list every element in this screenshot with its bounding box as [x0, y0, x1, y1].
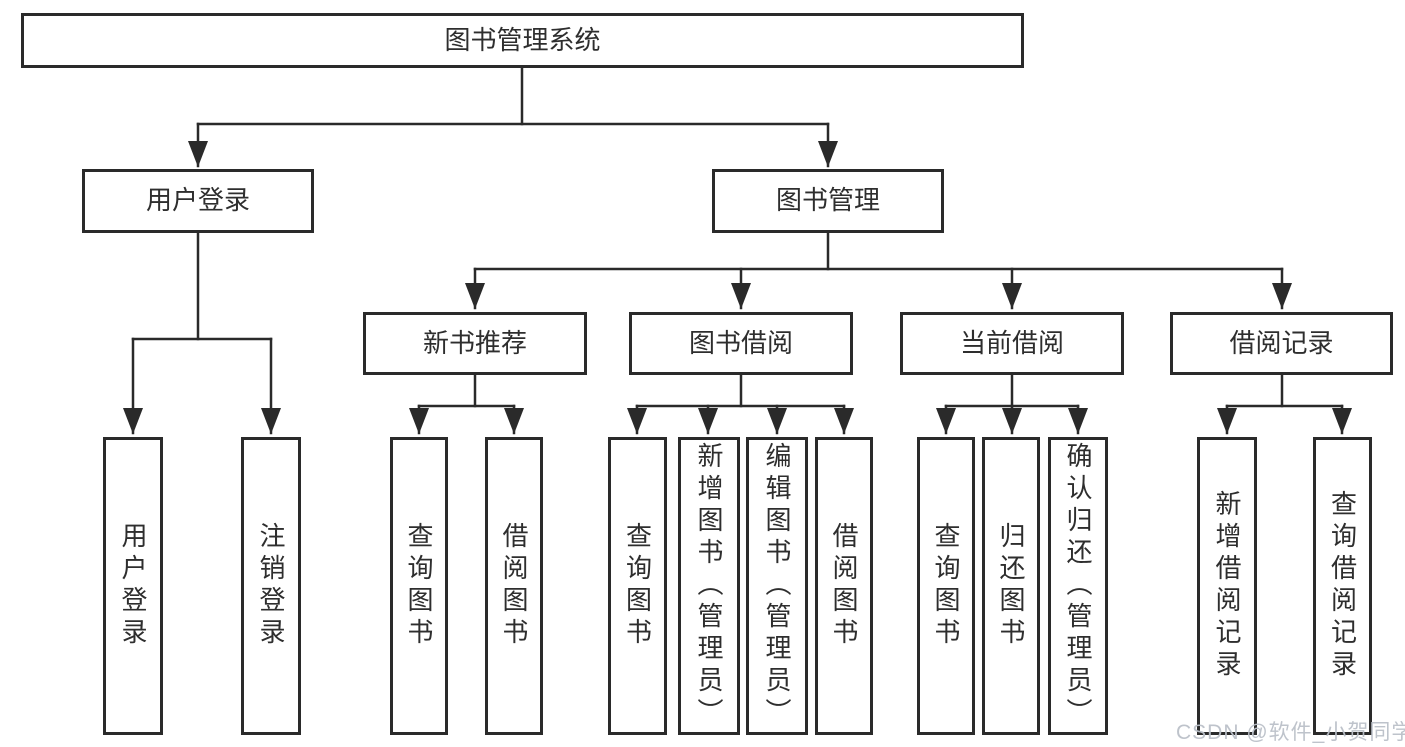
leaf-borrow-books-recommend: 借阅图书 — [485, 437, 543, 735]
watermark: CSDN @软件_小贺同学 — [1176, 721, 1405, 744]
leaf-add-borrow-record: 新增借阅记录 — [1197, 437, 1257, 735]
node-current-borrow: 当前借阅 — [900, 312, 1124, 375]
leaf-edit-book-admin: 编辑图书（管理员） — [746, 437, 808, 735]
node-borrow-records: 借阅记录 — [1170, 312, 1393, 375]
node-user-login: 用户登录 — [82, 169, 314, 233]
leaf-add-book-admin: 新增图书（管理员） — [678, 437, 740, 735]
leaf-user-login: 用户登录 — [103, 437, 163, 735]
leaf-query-borrow-record: 查询借阅记录 — [1313, 437, 1372, 735]
node-book-mgmt: 图书管理 — [712, 169, 944, 233]
leaf-query-books-recommend: 查询图书 — [390, 437, 448, 735]
leaf-query-books-borrow: 查询图书 — [608, 437, 667, 735]
node-root: 图书管理系统 — [21, 13, 1024, 68]
leaf-confirm-return-admin: 确认归还（管理员） — [1048, 437, 1108, 735]
leaf-logout: 注销登录 — [241, 437, 301, 735]
node-new-book-recommend: 新书推荐 — [363, 312, 587, 375]
leaf-borrow-books: 借阅图书 — [815, 437, 873, 735]
leaf-query-books-current: 查询图书 — [917, 437, 975, 735]
leaf-return-book: 归还图书 — [982, 437, 1040, 735]
node-book-borrow: 图书借阅 — [629, 312, 853, 375]
